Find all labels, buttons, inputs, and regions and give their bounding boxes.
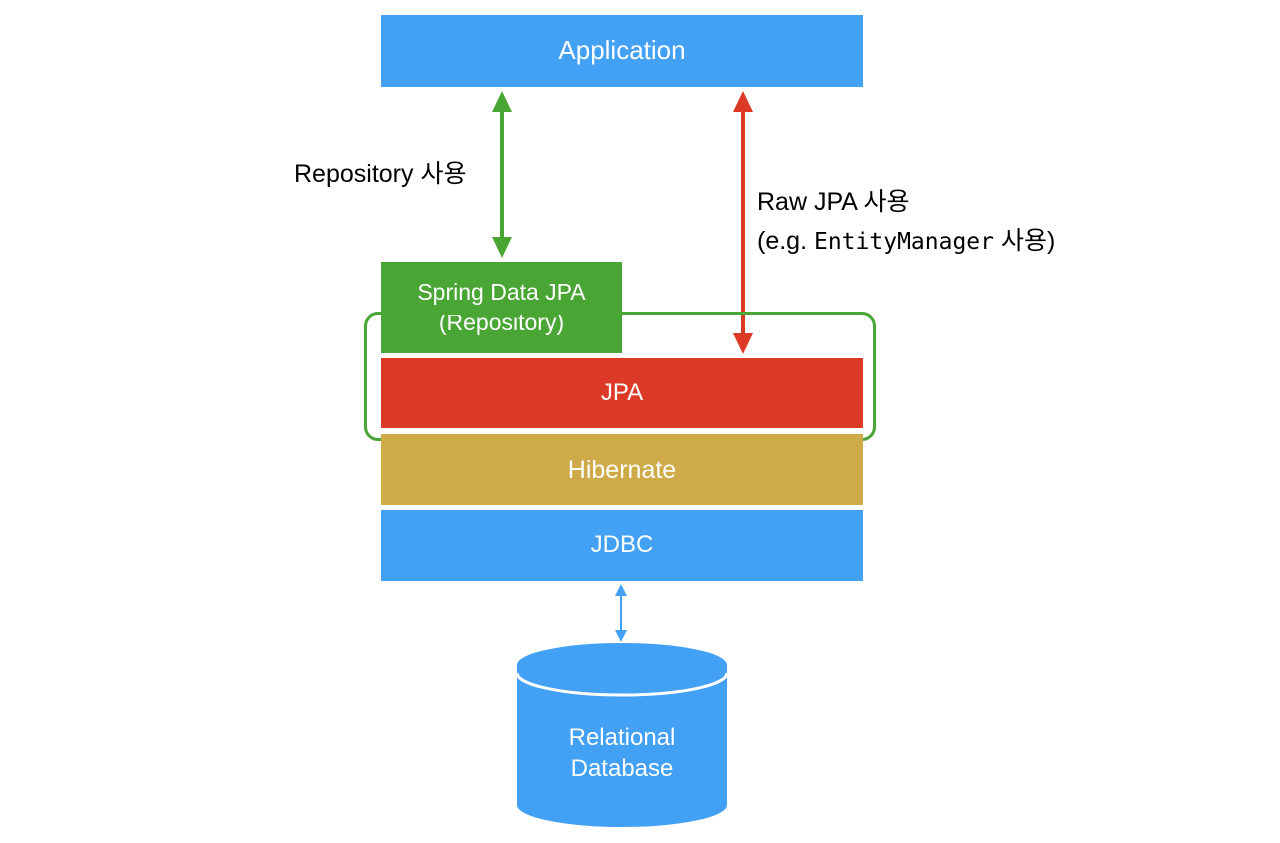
spring-data-jpa-scope-outline [364, 312, 876, 441]
application-label: Application [558, 35, 686, 66]
database-label: Relational Database [517, 722, 727, 784]
entity-manager-example: (e.g. EntityManager 사용) [757, 225, 1055, 258]
database-label-line1: Relational [568, 724, 676, 751]
hibernate-label: Hibernate [567, 455, 677, 484]
repository-usage-label: Repository 사용 [294, 160, 467, 188]
jpa-layer: JPA [381, 358, 863, 428]
jdbc-db-arrow [615, 584, 627, 642]
spring-data-jpa-layer: Spring Data JPA (Repository) [381, 262, 622, 353]
application-layer: Application [381, 15, 863, 87]
example-prefix: (e.g. [757, 227, 814, 255]
jpa-label: JPA [600, 378, 644, 406]
raw-jpa-usage-label: Raw JPA 사용 [757, 188, 910, 216]
jdbc-layer: JDBC [381, 510, 863, 581]
database-label-line2: Database [570, 755, 674, 783]
repository-arrow [492, 91, 512, 258]
database-cylinder [515, 643, 729, 827]
entity-manager-code: EntityManager [813, 229, 994, 255]
example-suffix: 사용) [994, 227, 1056, 255]
raw-jpa-arrow [733, 91, 753, 354]
jdbc-label: JDBC [590, 531, 654, 559]
spring-data-jpa-title: Spring Data JPA [417, 279, 586, 306]
hibernate-layer: Hibernate [381, 434, 863, 505]
